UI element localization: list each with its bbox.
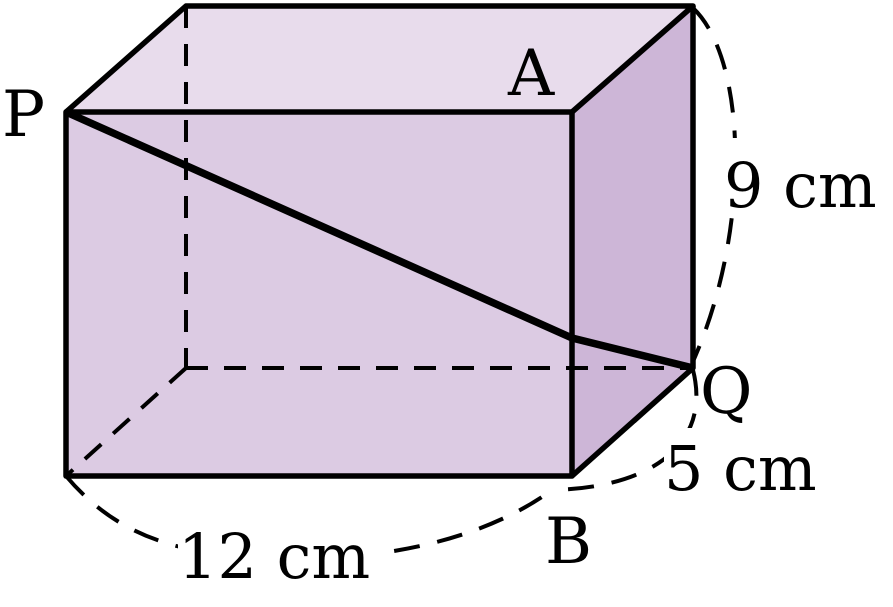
path-p-to-q	[64, 108, 694, 372]
label-a: A	[507, 37, 555, 111]
top-face	[66, 6, 693, 112]
front-face	[66, 112, 572, 476]
label-b: B	[545, 505, 592, 579]
height-label-bg	[722, 138, 890, 214]
label-q: Q	[700, 355, 752, 429]
hidden-edge-left-bottom	[64, 366, 188, 478]
length-label-bg	[178, 518, 392, 592]
label-length: 12 cm	[178, 520, 370, 593]
label-height: 9 cm	[724, 149, 877, 222]
top-edges	[64, 3, 696, 115]
depth-label-bg	[664, 428, 834, 500]
label-depth: 5 cm	[664, 432, 817, 505]
hidden-edges	[64, 6, 693, 478]
label-p: P	[2, 78, 45, 152]
height-arc	[688, 6, 738, 369]
